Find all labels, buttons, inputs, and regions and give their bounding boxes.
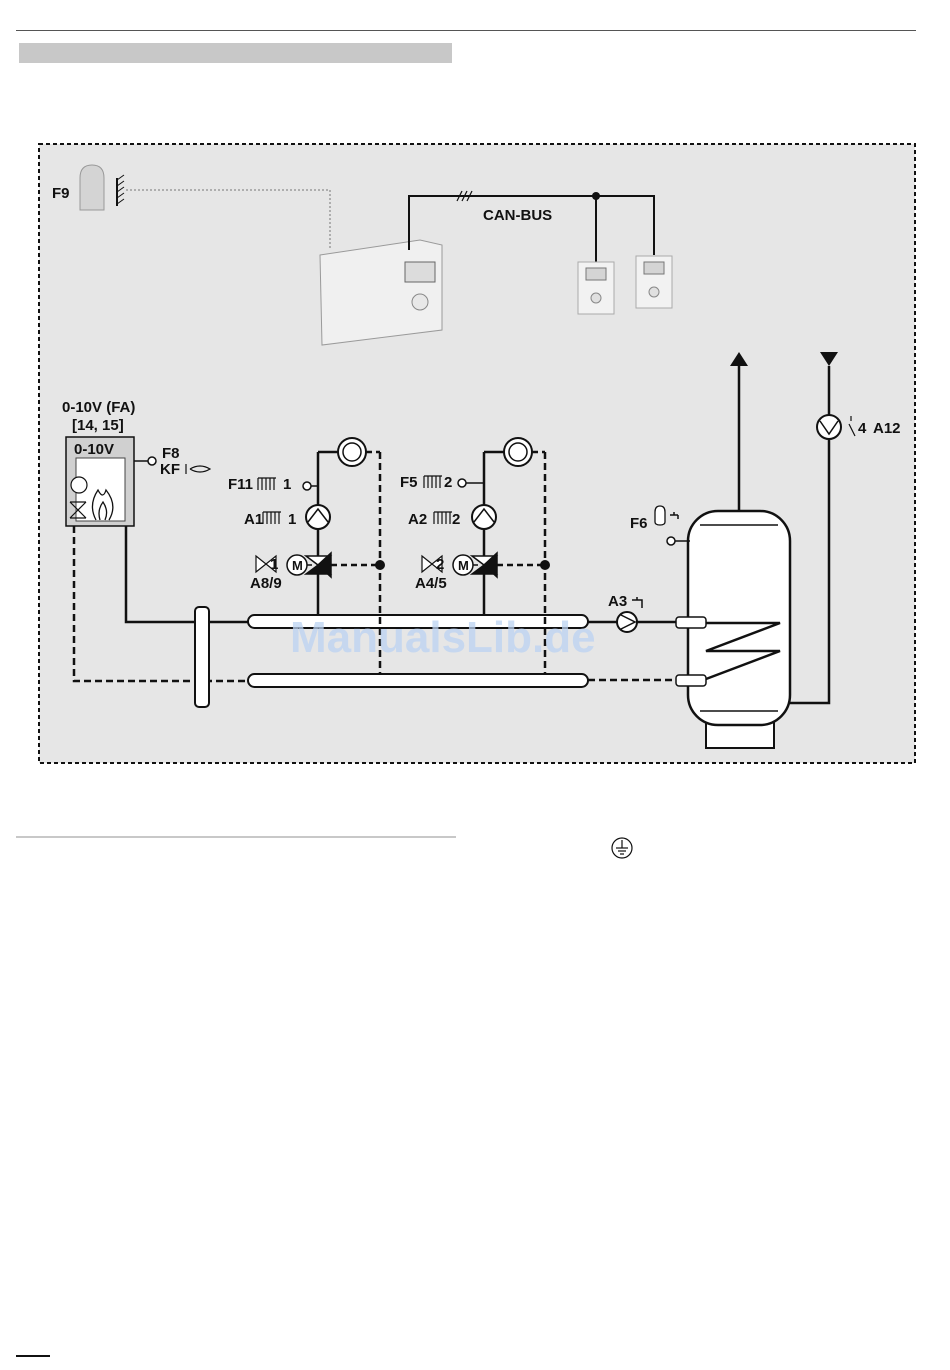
a1-label: A1 — [244, 511, 263, 528]
a2-label: A2 — [408, 511, 427, 528]
boiler-title-line1: 0-10V (FA) — [62, 399, 135, 416]
f11-number: 1 — [283, 476, 291, 493]
watermark: ManualsLib.de — [290, 613, 596, 662]
a12-number: 4 — [858, 420, 867, 437]
f6-label: F6 — [630, 515, 648, 532]
a12-label: A12 — [873, 420, 901, 437]
heating-controller — [320, 240, 442, 345]
remote-unit-2 — [636, 256, 672, 308]
f5-number: 2 — [444, 474, 452, 491]
f11-label: F11 — [228, 476, 253, 493]
valve-2-number: 2 — [436, 556, 444, 573]
hydraulic-separator — [195, 607, 209, 707]
a45-label: A4/5 — [415, 575, 447, 592]
return-header — [248, 674, 588, 687]
can-bus-label: CAN-BUS — [483, 207, 552, 224]
f5-label: F5 — [400, 474, 418, 491]
a1-number: 1 — [288, 511, 296, 528]
valve-1-number: 1 — [270, 556, 278, 573]
boiler-title-line2: [14, 15] — [72, 417, 124, 434]
a3-label: A3 — [608, 593, 627, 610]
f9-label: F9 — [52, 185, 70, 202]
ground-icon — [612, 838, 632, 858]
f8-label: F8 — [162, 445, 180, 462]
f8-sensor — [148, 457, 156, 465]
motor-1-label: M — [292, 558, 303, 573]
hot-water-tank — [676, 511, 790, 748]
kf-label: KF — [160, 461, 180, 478]
a89-label: A8/9 — [250, 575, 282, 592]
motor-2-label: M — [458, 558, 469, 573]
a2-number: 2 — [452, 511, 460, 528]
thermometer-icon — [655, 506, 665, 525]
f6-sensor — [667, 537, 675, 545]
remote-unit-1 — [578, 262, 614, 314]
footer-rule — [16, 1355, 50, 1357]
section-divider — [16, 836, 456, 838]
boiler-box-label: 0-10V — [74, 441, 114, 458]
circulation-pump-a12 — [817, 415, 841, 439]
